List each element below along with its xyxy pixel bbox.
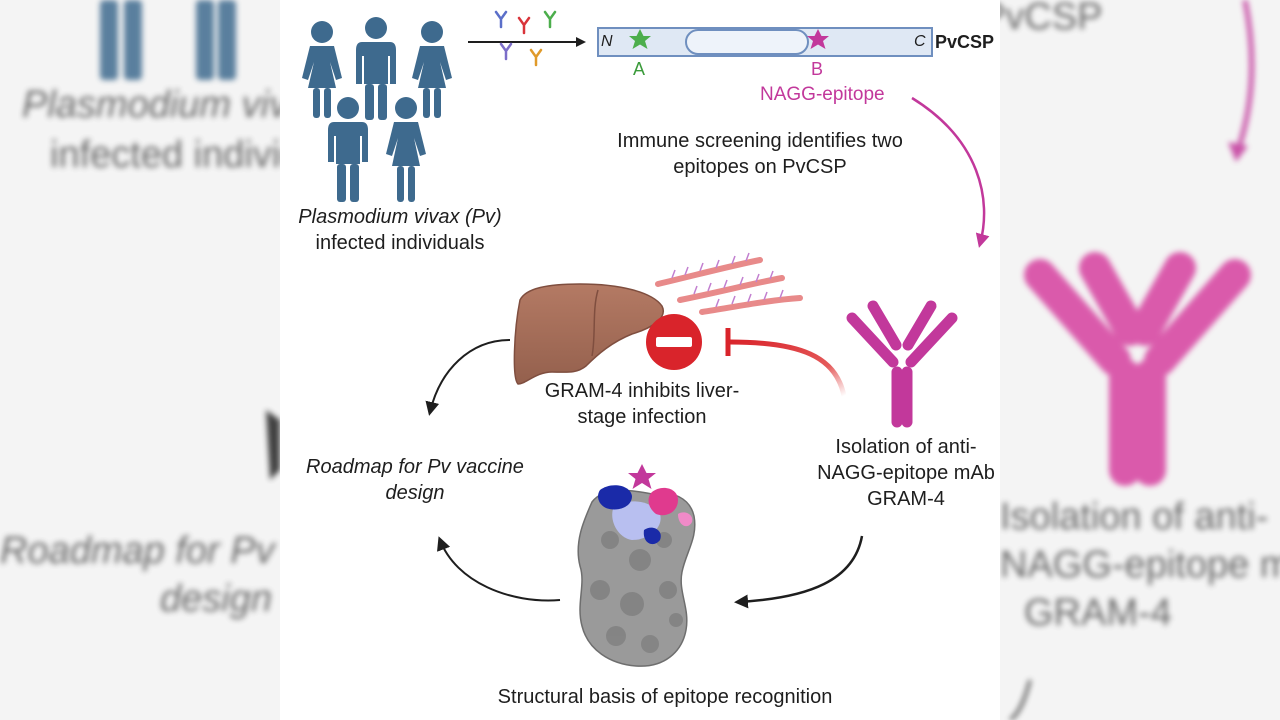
liver-icon bbox=[513, 283, 664, 385]
inhibition-label: GRAM-4 inhibits liver- stage infection bbox=[512, 378, 772, 430]
person-icon bbox=[328, 97, 368, 202]
antibody-icon bbox=[499, 42, 513, 61]
pvcsp-name-label: PvCSP bbox=[935, 32, 995, 52]
epitope-a-label: A bbox=[633, 59, 646, 79]
right-blurred-isolation-line3: GRAM-4 bbox=[1024, 592, 1172, 634]
graphical-abstract: Plasmodium vivax (Pv) infected individua… bbox=[280, 0, 1000, 720]
screening-label-line1: Immune screening identifies two bbox=[617, 130, 903, 152]
liver-to-roadmap-arrow bbox=[425, 339, 511, 416]
right-blurred-panel: Isolation of anti- NAGG-epitope mAb GRAM… bbox=[1000, 0, 1280, 720]
screening-label-line2: epitopes on PvCSP bbox=[673, 156, 847, 178]
isolation-to-structure-arrow bbox=[734, 535, 864, 609]
isolation-label-line3: GRAM-4 bbox=[867, 488, 945, 510]
left-blurred-roadmap-line1: Roadmap for Pv vaccine bbox=[0, 530, 280, 572]
inhibition-label-line1: GRAM-4 inhibits liver- bbox=[544, 380, 740, 402]
structure-to-roadmap-arrow bbox=[437, 536, 561, 602]
right-blurred-antibody-icon bbox=[1009, 0, 1255, 720]
epitope-star-icon bbox=[628, 464, 656, 489]
right-blurred-content: Isolation of anti- NAGG-epitope mAb GRAM… bbox=[1000, 0, 1280, 720]
person-icon bbox=[302, 21, 342, 118]
antibody-icon bbox=[543, 10, 557, 29]
person-icon bbox=[412, 21, 452, 118]
left-blurred-people-icon bbox=[100, 0, 280, 480]
antibody-icon bbox=[517, 16, 531, 35]
isolation-label-line2: NAGG-epitope mAb bbox=[817, 462, 995, 484]
left-blurred-infected-line1: Plasmodium vivax (Pv) bbox=[22, 84, 280, 126]
epitope-b-label: B bbox=[811, 59, 824, 79]
infected-people-icon bbox=[302, 17, 452, 202]
sporozoite-icon bbox=[655, 252, 803, 315]
screening-to-isolation-arrow bbox=[911, 96, 990, 248]
diagram-canvas bbox=[302, 10, 990, 667]
gram4-antibody-icon bbox=[846, 300, 958, 428]
roadmap-label-line1: Roadmap for Pv vaccine bbox=[306, 456, 524, 478]
pvcsp-c-terminus: C bbox=[914, 33, 926, 50]
inhibition-label-line2: stage infection bbox=[577, 406, 707, 428]
epitope-b-star-icon bbox=[807, 29, 829, 49]
nagg-epitope-label: NAGG-epitope bbox=[760, 84, 885, 105]
infected-label-line2: infected individuals bbox=[315, 232, 485, 254]
structural-basis-label: Structural basis of epitope recognition bbox=[497, 686, 833, 708]
person-icon bbox=[356, 17, 396, 120]
protein-surface-icon bbox=[577, 464, 696, 667]
right-blurred-isolation-line1: Isolation of anti- bbox=[1000, 496, 1269, 538]
left-blurred-roadmap-line2: design bbox=[160, 578, 272, 620]
antibody-cluster bbox=[494, 10, 557, 67]
pvcsp-n-terminus: N bbox=[601, 33, 613, 50]
antibody-icon bbox=[494, 10, 508, 29]
no-entry-icon bbox=[646, 314, 702, 370]
infected-label-line1: Plasmodium vivax (Pv) bbox=[298, 206, 502, 228]
isolation-label: Isolation of anti- NAGG-epitope mAb GRAM… bbox=[790, 434, 1000, 512]
person-icon bbox=[386, 97, 426, 202]
epitope-a-star-icon bbox=[629, 29, 651, 49]
right-blurred-isolation-line2: NAGG-epitope mAb bbox=[1000, 544, 1280, 586]
infected-individuals-label: Plasmodium vivax (Pv) infected individua… bbox=[280, 204, 520, 256]
isolation-label-line1: Isolation of anti- bbox=[835, 436, 977, 458]
left-blurred-content: Plasmodium vivax (Pv) infected individua… bbox=[0, 0, 280, 720]
roadmap-label: Roadmap for Pv vaccine design bbox=[280, 454, 550, 506]
right-blurred-pvcsp: PvCSP bbox=[1000, 0, 1103, 38]
left-blurred-infected-line2: infected individuals bbox=[50, 134, 280, 176]
screening-label: Immune screening identifies two epitopes… bbox=[580, 128, 940, 180]
inhibition-arrow bbox=[729, 339, 847, 397]
left-blurred-panel: Plasmodium vivax (Pv) infected individua… bbox=[0, 0, 280, 720]
pvcsp-protein-bar bbox=[597, 27, 933, 57]
roadmap-label-line2: design bbox=[385, 482, 445, 504]
antibody-icon bbox=[529, 48, 543, 67]
